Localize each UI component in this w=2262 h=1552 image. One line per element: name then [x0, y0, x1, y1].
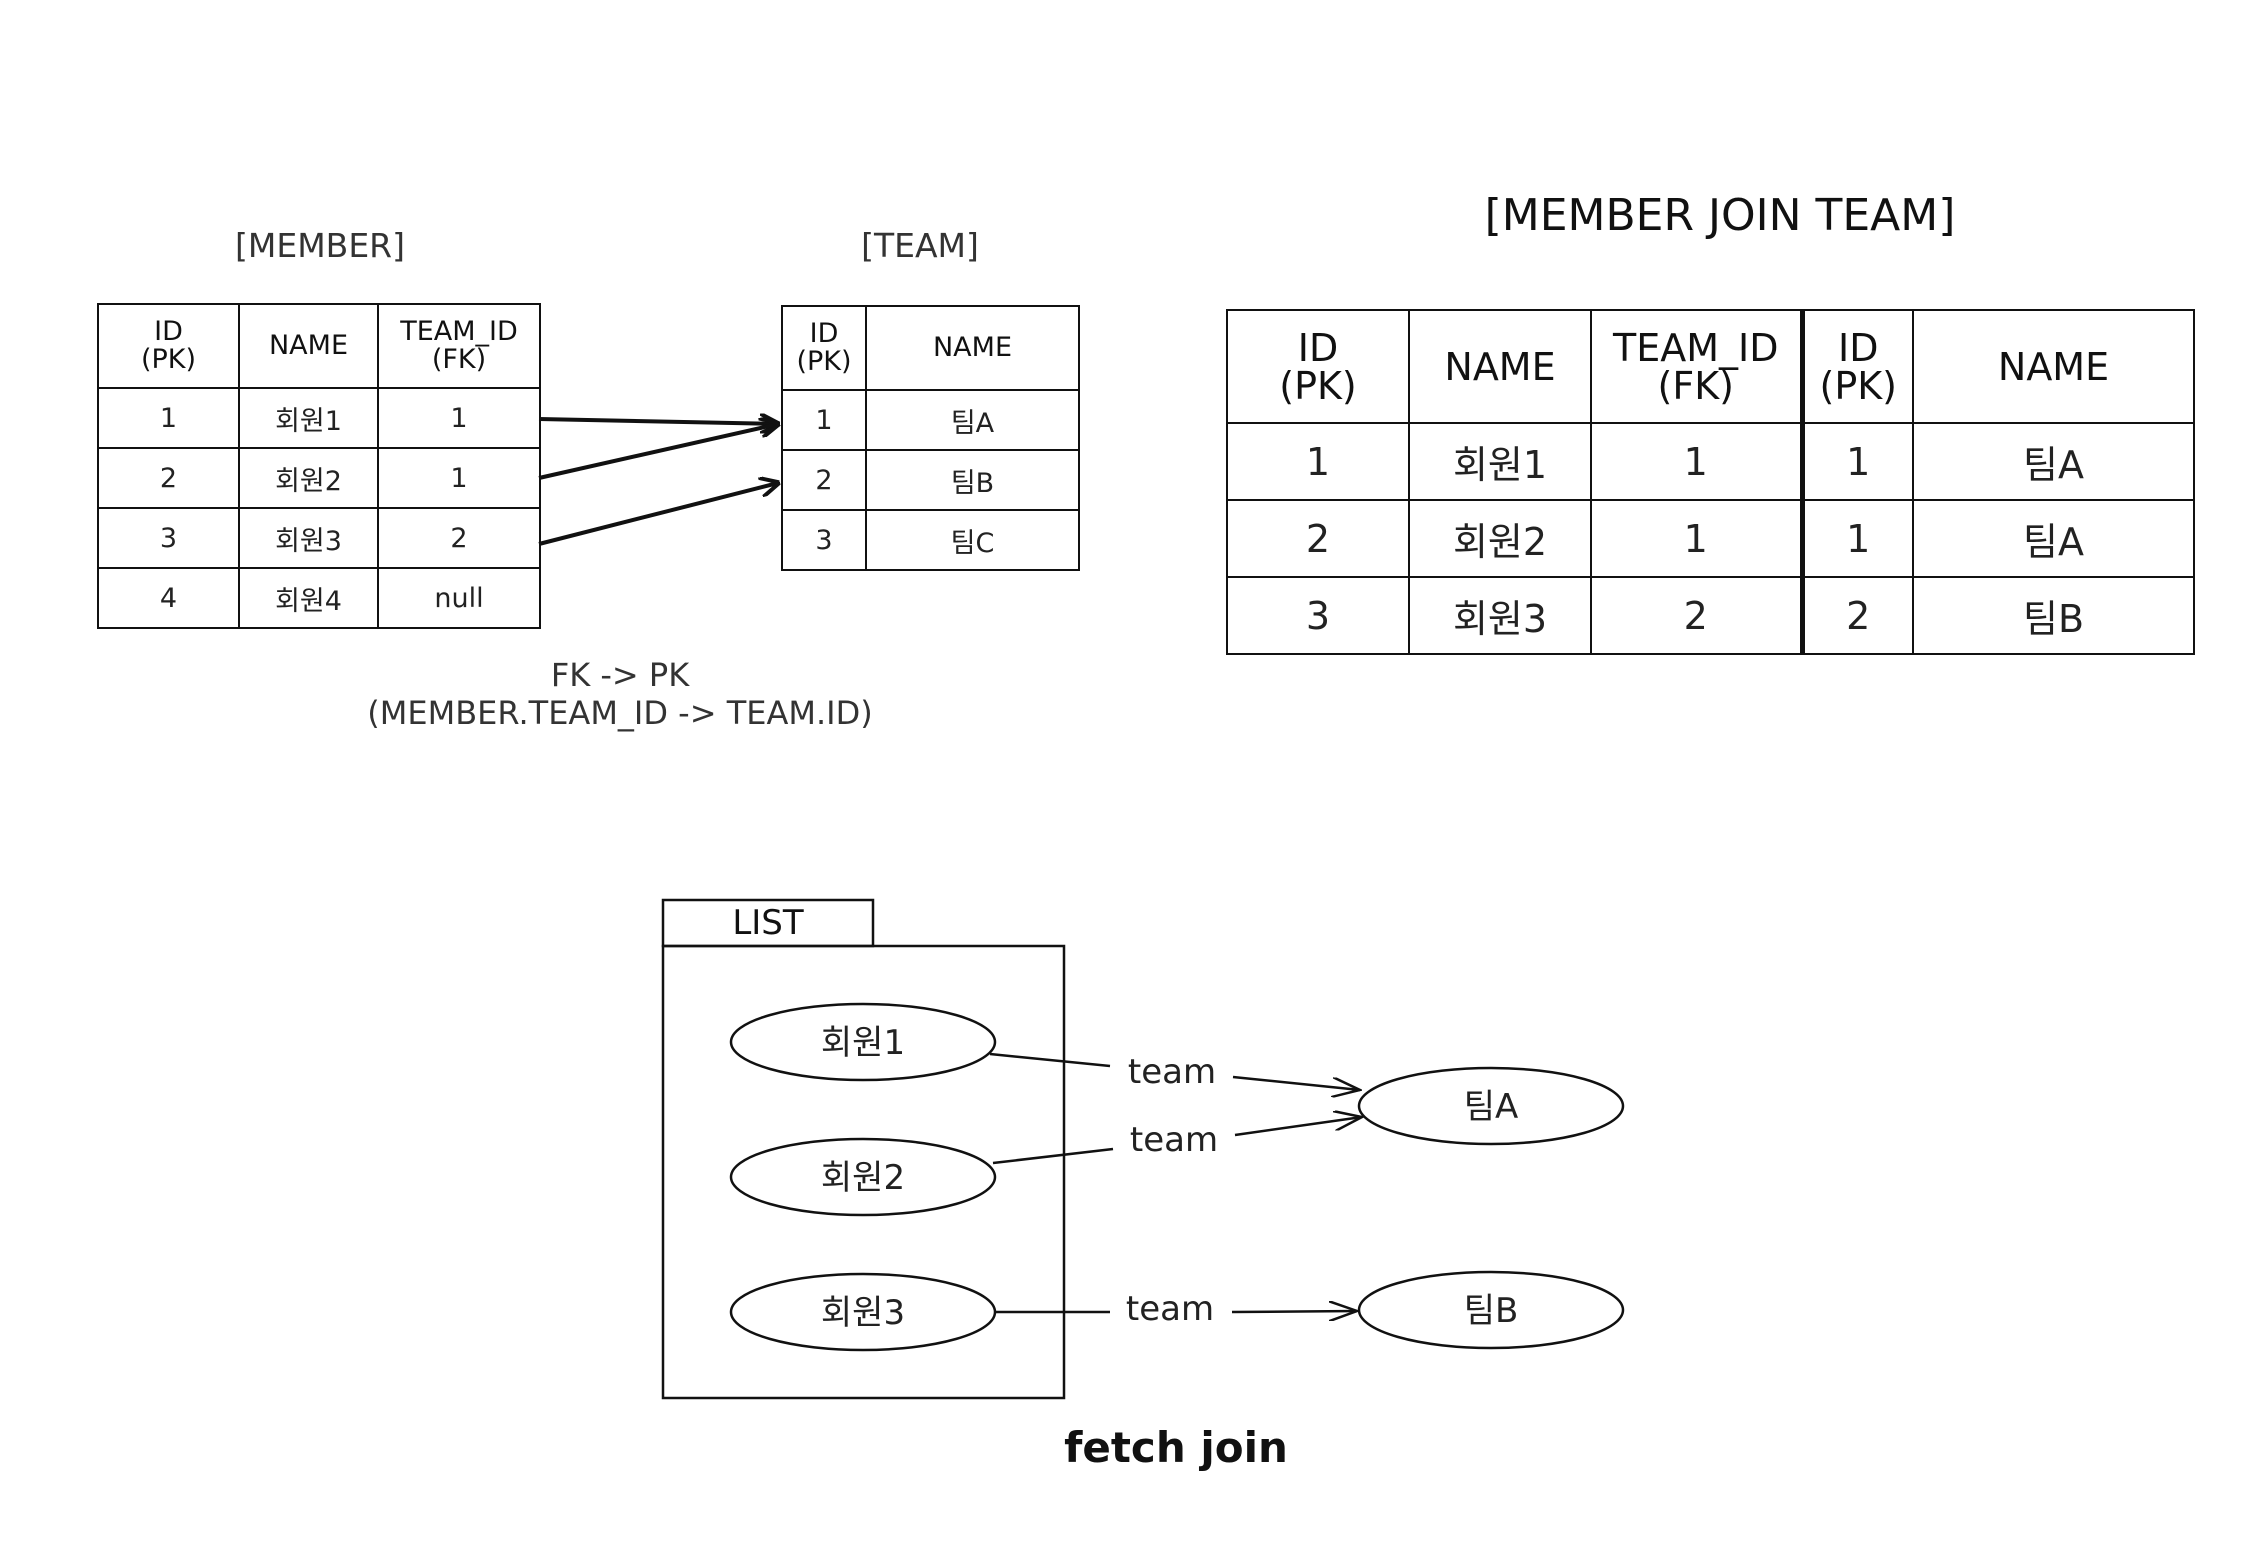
table-row: 4 회원4 null [97, 567, 541, 629]
member-cell: 1 [377, 387, 541, 449]
member-cell: 회원4 [238, 567, 379, 629]
team-table: ID(PK) NAME 1 팀A 2 팀B 3 팀C [781, 305, 1080, 571]
team-cell: 팀B [865, 449, 1080, 511]
join-cell: 2 [1226, 499, 1410, 578]
member-label: 회원3 [821, 1293, 905, 1333]
team-header-name: NAME [865, 305, 1080, 391]
fetch-join-caption: fetch join [1064, 1423, 1288, 1472]
member-header-name: NAME [238, 303, 379, 389]
member-cell: 회원3 [238, 507, 379, 569]
join-cell: 회원2 [1408, 499, 1592, 578]
table-row: 3 팀C [781, 509, 1080, 571]
edge-arrow [1231, 1311, 1357, 1312]
edge-label: team [1130, 1120, 1218, 1160]
member-cell: 2 [97, 447, 240, 509]
join-cell: 팀B [1912, 576, 2195, 655]
list-label: LIST [732, 903, 804, 943]
team-cell: 팀C [865, 509, 1080, 571]
fk-note-line2: (MEMBER.TEAM_ID -> TEAM.ID) [367, 694, 873, 732]
team-node: 팀B [1357, 1270, 1625, 1350]
edge-arrow [1234, 1117, 1362, 1137]
member-cell: 1 [97, 387, 240, 449]
member-cell: 회원2 [238, 447, 379, 509]
join-cell: 팀A [1912, 499, 2195, 578]
join-header-row: ID(PK) NAME TEAM_ID(FK) ID(PK) NAME [1226, 309, 2195, 424]
table-row: 2 회원2 1 [97, 447, 541, 509]
join-cell: 팀A [1912, 422, 2195, 501]
team-header-row: ID(PK) NAME [781, 305, 1080, 391]
team-ellipse [1357, 1066, 1625, 1146]
table-row: 1 회원1 1 [97, 387, 541, 449]
edge-line [992, 1147, 1114, 1165]
member-ellipse [729, 1137, 997, 1217]
edge-line [989, 1052, 1111, 1068]
team-table-title: [TEAM] [861, 226, 979, 265]
join-cell: 1 [1226, 422, 1410, 501]
fk-arrow [538, 424, 778, 480]
table-row: 2 팀B [781, 449, 1080, 511]
list-box [661, 944, 1066, 1400]
team-node: 팀A [1357, 1066, 1625, 1146]
edge-label: team [1126, 1289, 1214, 1329]
member-cell: 4 [97, 567, 240, 629]
member-header-id: ID(PK) [97, 303, 240, 389]
table-row: 1 회원1 1 1 팀A [1226, 422, 2195, 501]
member-label: 회원2 [821, 1158, 905, 1198]
join-header-team-pk: ID(PK) [1799, 309, 1914, 424]
member-table: ID(PK) NAME TEAM_ID(FK) 1 회원1 1 2 회원2 1 … [97, 303, 541, 629]
join-cell: 1 [1590, 499, 1803, 578]
member-cell: 3 [97, 507, 240, 569]
join-header-team-name: NAME [1912, 309, 2195, 424]
member-node: 회원2 [729, 1137, 997, 1217]
table-row: 1 팀A [781, 389, 1080, 451]
join-cell: 2 [1590, 576, 1803, 655]
member-header-row: ID(PK) NAME TEAM_ID(FK) [97, 303, 541, 389]
join-cell: 1 [1799, 422, 1914, 501]
join-header-member-id: ID(PK) [1226, 309, 1410, 424]
join-header-member-name: NAME [1408, 309, 1592, 424]
fk-note-line1: FK -> PK [550, 656, 690, 694]
member-ellipse [729, 1002, 997, 1082]
join-cell: 회원1 [1408, 422, 1592, 501]
team-cell: 2 [781, 449, 867, 511]
team-header-id: ID(PK) [781, 305, 867, 391]
member-cell: 2 [377, 507, 541, 569]
join-table-title: [MEMBER JOIN TEAM] [1484, 190, 1956, 241]
member-node: 회원3 [729, 1272, 997, 1352]
table-row: 3 회원3 2 2 팀B [1226, 576, 2195, 655]
member-node: 회원1 [729, 1002, 997, 1082]
member-cell: null [377, 567, 541, 629]
join-cell: 2 [1799, 576, 1914, 655]
fk-arrow [538, 419, 778, 424]
member-cell: 회원1 [238, 387, 379, 449]
join-cell: 회원3 [1408, 576, 1592, 655]
join-table: ID(PK) NAME TEAM_ID(FK) ID(PK) NAME 1 회원… [1226, 309, 2195, 655]
table-row: 3 회원3 2 [97, 507, 541, 569]
fk-arrow [538, 483, 778, 546]
team-label: 팀B [1464, 1291, 1519, 1331]
table-row: 2 회원2 1 1 팀A [1226, 499, 2195, 578]
list-tab [661, 898, 875, 948]
join-header-team-id: TEAM_ID(FK) [1590, 309, 1803, 424]
team-cell: 팀A [865, 389, 1080, 451]
team-cell: 1 [781, 389, 867, 451]
join-cell: 1 [1590, 422, 1803, 501]
team-cell: 3 [781, 509, 867, 571]
member-header-team-id: TEAM_ID(FK) [377, 303, 541, 389]
edge-label: team [1128, 1052, 1216, 1092]
team-label: 팀A [1464, 1087, 1519, 1127]
edge-arrow [1232, 1075, 1360, 1090]
join-cell: 1 [1799, 499, 1914, 578]
member-label: 회원1 [821, 1023, 905, 1063]
join-cell: 3 [1226, 576, 1410, 655]
member-table-title: [MEMBER] [235, 226, 405, 265]
